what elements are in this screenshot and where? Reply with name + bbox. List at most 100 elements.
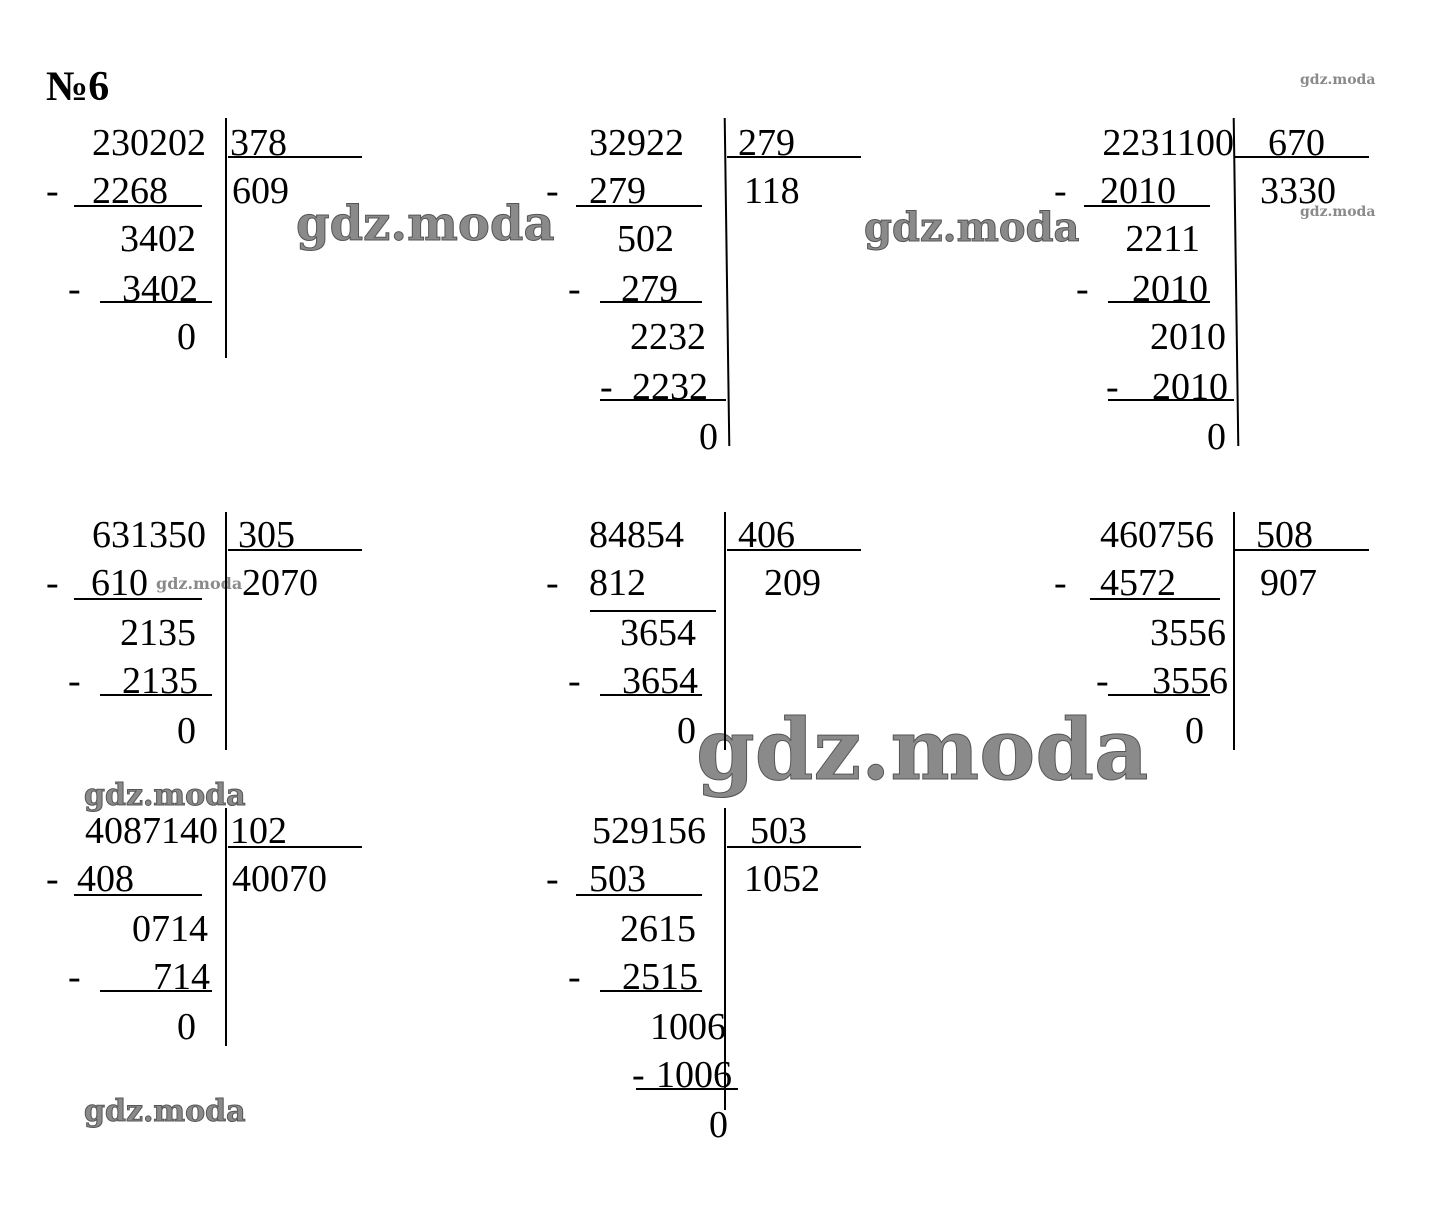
divisor-underline xyxy=(228,156,362,158)
step-underline xyxy=(100,990,212,992)
divisor-underline xyxy=(1235,156,1369,158)
remainder: 0 xyxy=(677,710,696,752)
remainder: 3402 xyxy=(120,218,196,260)
watermark: gdz.moda xyxy=(156,574,243,593)
minus-sign: - xyxy=(1054,170,1067,212)
divisor-underline xyxy=(228,846,362,848)
divisor: 508 xyxy=(1256,514,1313,556)
watermark: gdz.moda xyxy=(84,1094,247,1130)
remainder: 0 xyxy=(1207,416,1226,458)
divisor: 102 xyxy=(230,810,287,852)
divisor: 279 xyxy=(738,122,795,164)
dividend: 631350 xyxy=(92,514,206,556)
remainder: 3556 xyxy=(1150,612,1226,654)
division-bar xyxy=(225,118,227,358)
dividend: 460756 xyxy=(1100,514,1214,556)
divisor: 503 xyxy=(750,810,807,852)
minus-sign: - xyxy=(68,268,81,310)
divisor: 670 xyxy=(1268,122,1325,164)
step-underline xyxy=(100,301,212,303)
divisor: 305 xyxy=(238,514,295,556)
minus-sign: - xyxy=(632,1054,645,1096)
watermark: gdz.moda xyxy=(296,196,556,253)
minus-sign: - xyxy=(68,660,81,702)
division-bar xyxy=(723,118,731,446)
watermark: gdz.moda xyxy=(1300,72,1376,88)
step-underline xyxy=(74,205,202,207)
step-underline xyxy=(590,610,716,612)
remainder: 0714 xyxy=(132,908,208,950)
remainder: 502 xyxy=(617,218,674,260)
divisor-underline xyxy=(228,549,362,551)
step-underline xyxy=(600,694,702,696)
exercise-number: №6 xyxy=(46,64,110,110)
dividend: 4087140 xyxy=(85,810,218,852)
subtrahend: 3556 xyxy=(1152,660,1228,702)
minus-sign: - xyxy=(68,956,81,998)
division-bar xyxy=(1233,512,1235,750)
quotient: 907 xyxy=(1260,562,1317,604)
divisor-underline xyxy=(727,846,861,848)
division-bar xyxy=(724,808,726,1110)
quotient: 40070 xyxy=(232,858,327,900)
step-underline xyxy=(1090,598,1220,600)
step-underline xyxy=(74,894,202,896)
minus-sign: - xyxy=(46,170,59,212)
quotient: 1052 xyxy=(744,858,820,900)
subtrahend: 279 xyxy=(589,170,646,212)
divisor: 406 xyxy=(738,514,795,556)
remainder: 3654 xyxy=(620,612,696,654)
remainder: 2211 xyxy=(1125,218,1200,260)
step-underline xyxy=(600,990,702,992)
divisor-underline xyxy=(727,156,861,158)
quotient: 3330 xyxy=(1260,170,1336,212)
step-underline xyxy=(1084,205,1210,207)
subtrahend: 812 xyxy=(589,562,646,604)
dividend: 529156 xyxy=(592,810,706,852)
step-underline xyxy=(74,598,202,600)
subtrahend: 2010 xyxy=(1100,170,1176,212)
minus-sign: - xyxy=(46,858,59,900)
subtrahend: 2268 xyxy=(92,170,168,212)
remainder: 1006 xyxy=(650,1006,726,1048)
watermark: gdz.moda xyxy=(1300,204,1376,220)
step-underline xyxy=(1108,694,1210,696)
subtrahend: 408 xyxy=(77,858,134,900)
divisor-underline xyxy=(1235,549,1369,551)
division-bar xyxy=(225,512,227,750)
divisor: 378 xyxy=(230,122,287,164)
remainder: 2135 xyxy=(120,612,196,654)
minus-sign: - xyxy=(1054,562,1067,604)
watermark: gdz.moda xyxy=(695,700,1149,800)
divisor-underline xyxy=(727,549,861,551)
remainder: 0 xyxy=(699,416,718,458)
subtrahend: 610 xyxy=(91,562,148,604)
step-underline xyxy=(576,205,702,207)
step-underline xyxy=(1108,301,1210,303)
remainder: 0 xyxy=(1185,710,1204,752)
step-underline xyxy=(636,1088,738,1090)
minus-sign: - xyxy=(1096,660,1109,702)
dividend: 84854 xyxy=(589,514,684,556)
quotient: 118 xyxy=(744,170,800,212)
remainder: 0 xyxy=(177,316,196,358)
step-underline xyxy=(1108,399,1234,401)
dividend: 32922 xyxy=(589,122,684,164)
remainder: 0 xyxy=(177,710,196,752)
subtrahend: 1006 xyxy=(656,1054,732,1096)
subtrahend: 503 xyxy=(589,858,646,900)
subtrahend: 3654 xyxy=(622,660,698,702)
minus-sign: - xyxy=(568,268,581,310)
subtrahend: 2515 xyxy=(622,956,698,998)
quotient: 609 xyxy=(232,170,289,212)
step-underline xyxy=(100,694,212,696)
remainder: 0 xyxy=(709,1104,728,1146)
division-bar xyxy=(1232,118,1240,446)
minus-sign: - xyxy=(546,562,559,604)
step-underline xyxy=(576,894,702,896)
dividend: 230202 xyxy=(92,122,206,164)
minus-sign: - xyxy=(568,956,581,998)
subtrahend: 4572 xyxy=(1100,562,1176,604)
quotient: 2070 xyxy=(242,562,318,604)
quotient: 209 xyxy=(764,562,821,604)
